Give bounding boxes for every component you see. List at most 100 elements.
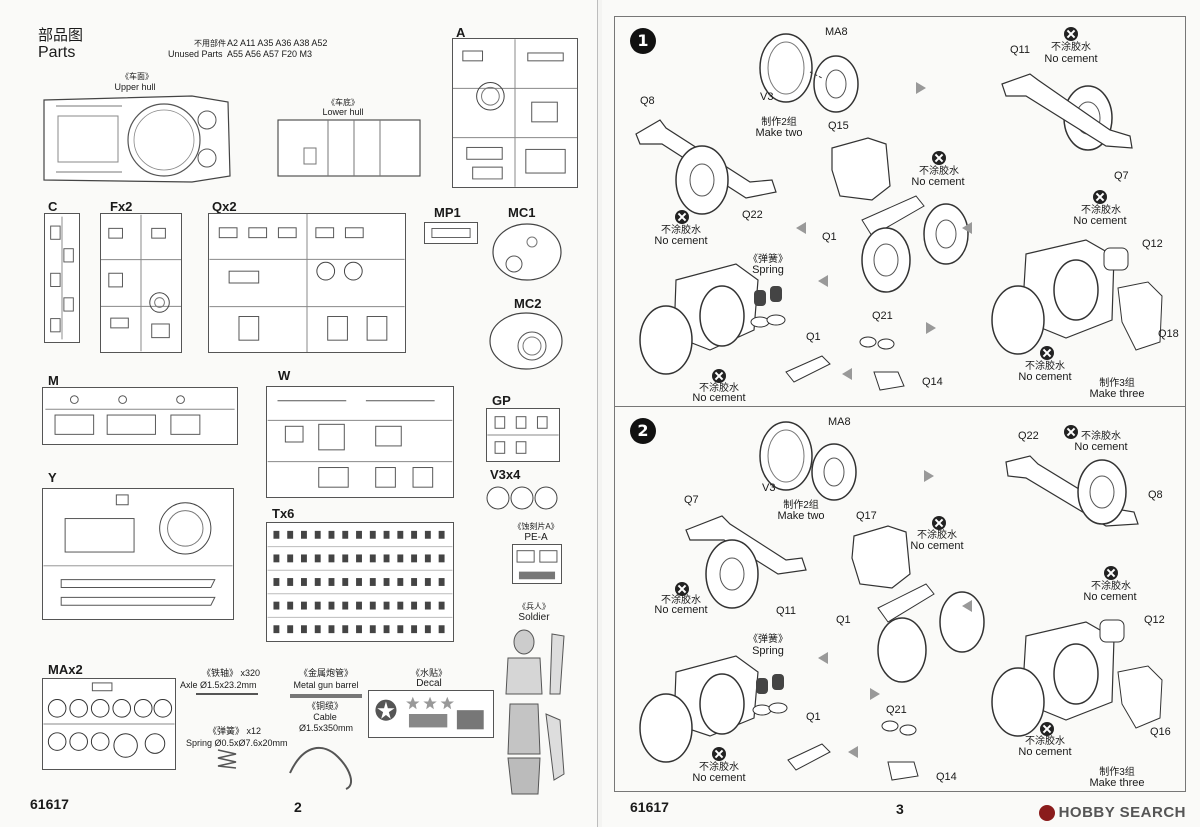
flow-arrow-right bbox=[926, 322, 936, 334]
step2-no-cement-cn-3: 不涂胶水 bbox=[1091, 581, 1131, 592]
sprue-label-tx6: Tx6 bbox=[272, 506, 295, 521]
lower-hull-label-en: Lower hull bbox=[322, 107, 364, 117]
sprue-label-a: A bbox=[456, 25, 466, 40]
sprue-label-v3x4: V3x4 bbox=[490, 467, 521, 482]
step1-part-q22: Q22 bbox=[742, 209, 763, 221]
sprue-label-gp: GP bbox=[492, 393, 511, 408]
axle-label-en: Axle Ø1.5x23.2mm bbox=[180, 680, 257, 690]
decal-label-en: Decal bbox=[416, 678, 442, 689]
no-cement-icon bbox=[1040, 722, 1054, 736]
sprue-label-qx2: Qx2 bbox=[212, 199, 237, 214]
step2-make-three-en: Make three bbox=[1089, 777, 1145, 789]
upper-hull-label-en: Upper hull bbox=[114, 82, 156, 92]
flow-arrow-right bbox=[924, 470, 934, 482]
step2-part-q21: Q21 bbox=[886, 704, 907, 716]
step1-spring-en: Spring bbox=[752, 264, 784, 276]
no-cement-icon bbox=[932, 516, 946, 530]
soldier-label-cn: 《兵人》 bbox=[518, 602, 550, 611]
no-cement-icon bbox=[1064, 27, 1078, 41]
sprue-c bbox=[44, 213, 80, 343]
step2-part-q12: Q12 bbox=[1144, 614, 1165, 626]
part-v3 bbox=[484, 484, 562, 512]
step-2-badge: 2 bbox=[630, 418, 656, 444]
step2-no-cement-en-2: No cement bbox=[910, 540, 964, 552]
sprue-label-m: M bbox=[48, 373, 59, 388]
step2-part-q22: Q22 bbox=[1018, 430, 1039, 442]
step1-no-cement-cn-5: 不涂胶水 bbox=[1025, 361, 1065, 372]
step2-part-q11: Q11 bbox=[776, 605, 796, 617]
sprue-f bbox=[100, 213, 182, 353]
soldier-label-en: Soldier bbox=[518, 612, 550, 623]
parts-page: 部品图 Parts 不用部件 Unused Parts A2 A11 A35 A… bbox=[0, 0, 598, 827]
axle-label-cn: 《铁轴》 x320 bbox=[202, 668, 261, 678]
step2-part-q14: Q14 bbox=[936, 771, 957, 783]
cable-label-cn: 《铜缆》 bbox=[306, 701, 343, 711]
axle-drawing bbox=[196, 693, 258, 695]
step2-no-cement-cn-4: 不涂胶水 bbox=[661, 595, 701, 606]
step1-make-three-en: Make three bbox=[1089, 388, 1145, 400]
sprue-label-mp1: MP1 bbox=[434, 205, 461, 220]
steps-frame bbox=[614, 16, 1186, 792]
step1-no-cement-cn-4: 不涂胶水 bbox=[661, 225, 701, 236]
cable-size: Ø1.5x350mm bbox=[298, 723, 354, 733]
step2-part-q1-bottom: Q1 bbox=[806, 711, 821, 723]
step1-part-q14: Q14 bbox=[922, 376, 943, 388]
step2-make-two-cn: 制作2组 bbox=[783, 500, 819, 511]
step2-no-cement-en-3: No cement bbox=[1083, 591, 1137, 603]
no-cement-icon bbox=[675, 582, 689, 596]
step1-no-cement-cn-6: 不涂胶水 bbox=[699, 383, 739, 394]
flow-arrow-left bbox=[796, 222, 806, 234]
step1-no-cement-en-2: No cement bbox=[911, 176, 965, 188]
soldier-figure bbox=[494, 624, 574, 800]
page-number-left: 2 bbox=[294, 799, 302, 815]
step2-part-q17: Q17 bbox=[856, 510, 877, 522]
decal-label-cn: 《水贴》 bbox=[410, 668, 447, 678]
cable-label-en: Cable bbox=[313, 712, 337, 722]
upper-hull-drawing bbox=[42, 92, 232, 186]
step1-make-two-cn: 制作2组 bbox=[761, 117, 797, 128]
step1-make-three-cn: 制作3组 bbox=[1099, 378, 1135, 389]
sprue-q bbox=[208, 213, 406, 353]
step2-no-cement-cn-6: 不涂胶水 bbox=[699, 762, 739, 773]
step1-part-q15: Q15 bbox=[828, 120, 849, 132]
cable-drawing bbox=[284, 733, 364, 793]
step1-part-q11: Q11 bbox=[1010, 44, 1030, 56]
part-mc2 bbox=[486, 310, 566, 372]
sprue-ma bbox=[42, 678, 176, 770]
sprue-m bbox=[42, 387, 238, 445]
step2-part-q7: Q7 bbox=[684, 494, 699, 506]
flow-arrow-left bbox=[818, 652, 828, 664]
flow-arrow-right bbox=[916, 82, 926, 94]
step2-no-cement-cn-2: 不涂胶水 bbox=[917, 530, 957, 541]
step1-part-q1-bottom: Q1 bbox=[806, 331, 821, 343]
step2-part-q8: Q8 bbox=[1148, 489, 1163, 501]
step1-part-q18: Q18 bbox=[1158, 328, 1179, 340]
unused-label-en: Unused Parts bbox=[168, 49, 223, 59]
no-cement-icon bbox=[675, 210, 689, 224]
flow-arrow-left bbox=[848, 746, 858, 758]
pe-label-cn: 《蚀刻片A》 bbox=[513, 522, 559, 531]
step2-part-ma8: MA8 bbox=[828, 416, 851, 428]
sprue-y bbox=[42, 488, 234, 620]
step2-make-three-cn: 制作3组 bbox=[1099, 767, 1135, 778]
no-cement-icon bbox=[932, 151, 946, 165]
step2-make-two-en: Make two bbox=[777, 510, 825, 522]
no-cement-icon bbox=[712, 369, 726, 383]
step2-no-cement-en-1: No cement bbox=[1074, 441, 1128, 453]
step1-no-cement-en-1: No cement bbox=[1044, 53, 1098, 65]
gun-barrel-drawing bbox=[290, 694, 362, 698]
step2-no-cement-en-6: No cement bbox=[692, 772, 746, 784]
step2-spring-cn: 《弹簧》 bbox=[748, 634, 788, 645]
sprue-label-w: W bbox=[278, 368, 291, 383]
step2-no-cement-cn-1: 不涂胶水 bbox=[1081, 431, 1121, 442]
lower-hull-label-cn: 《车底》 bbox=[327, 98, 359, 107]
part-mc1 bbox=[488, 220, 566, 284]
step2-part-q1-top: Q1 bbox=[836, 614, 851, 626]
sprue-t bbox=[266, 522, 454, 642]
step1-no-cement-en-3: No cement bbox=[1073, 215, 1127, 227]
step1-part-q21: Q21 bbox=[872, 310, 893, 322]
unused-parts-line2: A55 A56 A57 F20 M3 bbox=[227, 49, 313, 59]
gun-barrel-label-en: Metal gun barrel bbox=[293, 680, 359, 690]
step1-spring-cn: 《弹簧》 bbox=[748, 254, 788, 265]
decal-sheet bbox=[368, 690, 494, 738]
